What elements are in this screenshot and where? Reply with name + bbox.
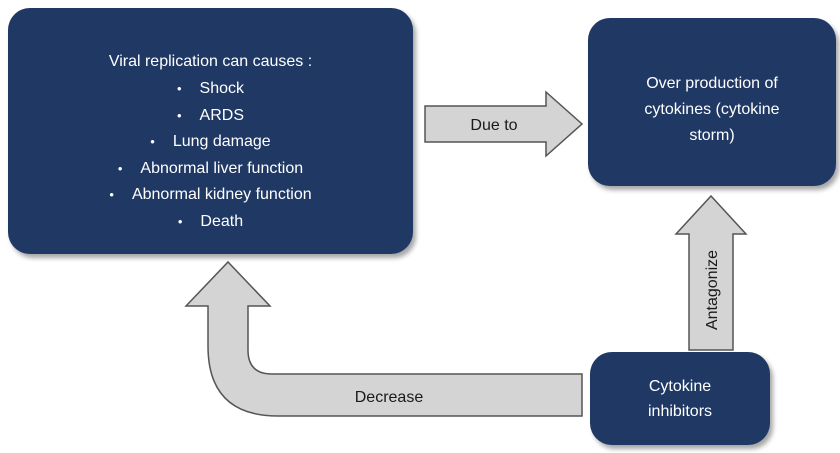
antagonize-label: Antagonize: [704, 250, 721, 330]
cytokine-line: cytokines (cytokine: [644, 101, 780, 118]
effect-label: Abnormal liver function: [140, 159, 304, 177]
effect-item: • Abnormal liver function: [8, 156, 413, 183]
cytokine-inhibitors-text: Cytokine inhibitors: [600, 374, 760, 424]
decrease-label: Decrease: [355, 389, 424, 406]
bullet-icon: •: [177, 213, 183, 229]
inhibitors-line: inhibitors: [647, 403, 713, 420]
cytokine-storm-box: Over production of cytokines (cytokine s…: [588, 18, 836, 186]
effect-label: Death: [200, 212, 244, 230]
effect-item: • Lung damage: [8, 129, 413, 156]
bullet-icon: •: [117, 160, 123, 176]
viral-replication-title: Viral replication can causes :: [108, 53, 313, 70]
cytokine-inhibitors-box: Cytokine inhibitors: [590, 352, 770, 445]
effect-label: Shock: [199, 80, 245, 97]
bullet-icon: •: [150, 134, 155, 149]
cytokine-line: storm): [689, 127, 735, 144]
viral-replication-box: Viral replication can causes : • Shock • A…: [8, 8, 413, 254]
bullet-icon: •: [109, 187, 114, 202]
effect-item: • Death: [8, 209, 413, 236]
effect-label: Lung damage: [172, 133, 271, 150]
decrease-arrow: Decrease: [184, 260, 583, 417]
effect-item: • Shock: [8, 76, 413, 103]
effect-item: • ARDS: [8, 103, 413, 130]
effect-item: • Abnormal kidney function: [8, 182, 413, 209]
bullet-icon: •: [176, 107, 182, 123]
due-to-arrow: Due to: [424, 90, 584, 158]
effect-label: ARDS: [199, 106, 244, 124]
cytokine-storm-text: Over production of cytokines (cytokine s…: [598, 71, 826, 149]
bullet-icon: •: [176, 81, 182, 96]
effects-list: • Shock • ARDS • Lung damage • Abnormal live…: [8, 76, 413, 235]
inhibitors-line: Cytokine: [648, 378, 712, 395]
due-to-label: Due to: [470, 117, 517, 134]
antagonize-arrow: Antagonize: [674, 194, 748, 351]
cytokine-line: Over production of: [646, 75, 778, 92]
effect-label: Abnormal kidney function: [131, 186, 312, 203]
